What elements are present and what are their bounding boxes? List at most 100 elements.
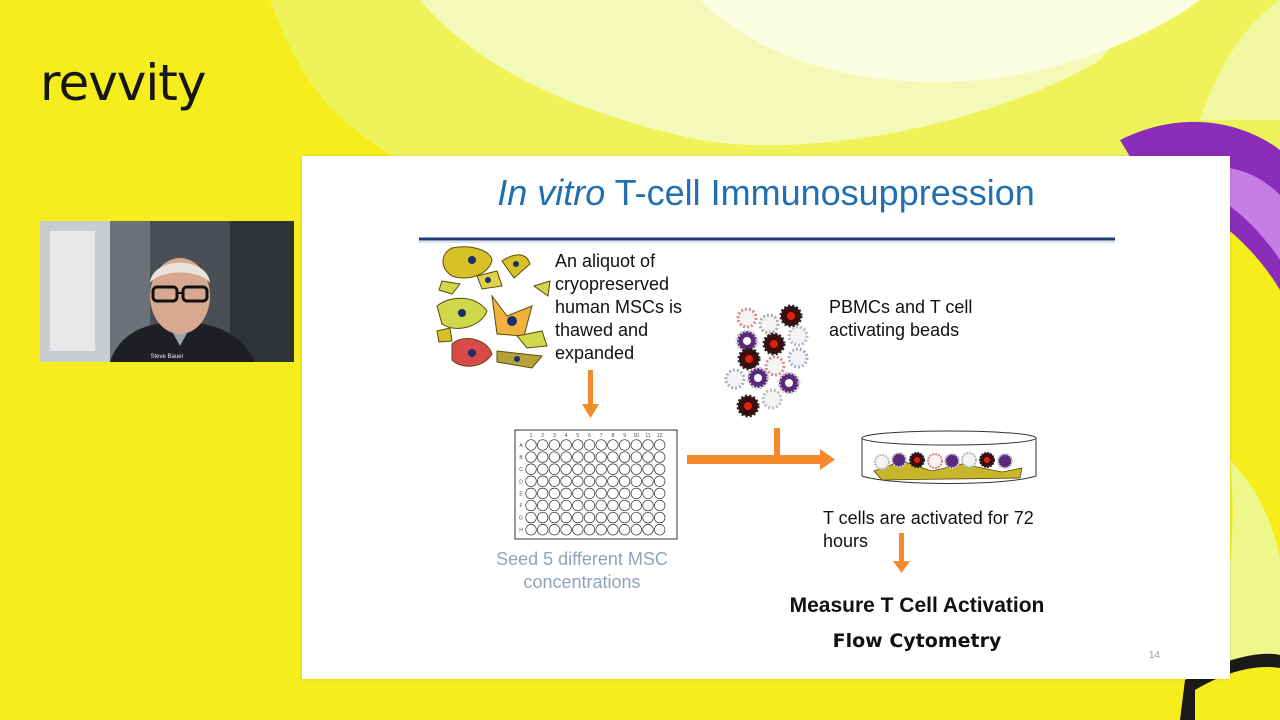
plate-well bbox=[607, 487, 619, 500]
plate-well bbox=[618, 475, 631, 487]
plate-well bbox=[642, 451, 654, 463]
plate-row-label: C bbox=[519, 467, 523, 473]
plate-well bbox=[583, 487, 596, 500]
plate-well bbox=[537, 463, 549, 475]
plate-well bbox=[560, 511, 572, 524]
plate-well bbox=[642, 499, 654, 512]
plate-well bbox=[548, 524, 561, 536]
slide-title: In vitro T-cell Immunosuppression bbox=[302, 172, 1230, 214]
plate-well bbox=[548, 511, 561, 524]
plate-well bbox=[595, 451, 607, 463]
plate-well bbox=[560, 451, 572, 463]
plate-well bbox=[560, 524, 572, 536]
plate-well bbox=[595, 463, 607, 475]
plate-well bbox=[595, 499, 607, 512]
plate-well bbox=[537, 487, 549, 500]
pbmc-beads-icon bbox=[724, 304, 809, 418]
plate-well bbox=[654, 524, 666, 536]
msc-line: expanded bbox=[555, 343, 635, 363]
plate-well bbox=[583, 463, 596, 475]
plate-well bbox=[642, 487, 654, 500]
plate-well bbox=[607, 475, 619, 487]
plate-well bbox=[654, 487, 666, 500]
plate-well bbox=[583, 511, 596, 524]
plate-well bbox=[548, 463, 561, 475]
plate-row-label: F bbox=[519, 504, 522, 510]
plate-well bbox=[560, 499, 572, 512]
plate-well bbox=[630, 511, 642, 524]
plate-well bbox=[548, 439, 561, 451]
plate-well bbox=[583, 451, 596, 463]
plate-column-label: 4 bbox=[565, 433, 568, 439]
speaker-video-image bbox=[40, 221, 294, 362]
plate-well bbox=[618, 463, 631, 475]
plate-row-label: H bbox=[519, 528, 523, 534]
plate-well bbox=[642, 511, 654, 524]
presentation-slide: In vitro T-cell Immunosuppression bbox=[302, 156, 1230, 679]
plate-well bbox=[572, 463, 584, 475]
plate-well bbox=[618, 524, 631, 536]
plate-column-label: 10 bbox=[634, 433, 640, 439]
plate-row-label: G bbox=[519, 516, 523, 522]
plate-well bbox=[607, 451, 619, 463]
plate-column-label: 8 bbox=[612, 433, 615, 439]
plate-well bbox=[572, 439, 584, 451]
plate-well bbox=[548, 451, 561, 463]
participant-name-tag: Steve Bauer bbox=[150, 354, 184, 360]
plate-well bbox=[630, 451, 642, 463]
plate-row-label: A bbox=[519, 443, 523, 449]
culture-dish-icon bbox=[861, 430, 1037, 484]
plate-well bbox=[537, 511, 549, 524]
plate-well bbox=[642, 463, 654, 475]
slide-title-italic: In vitro bbox=[497, 172, 606, 213]
plate-row-label: E bbox=[519, 491, 523, 497]
plate-well bbox=[537, 524, 549, 536]
speaker-video-tile[interactable]: Steve Bauer bbox=[40, 221, 294, 362]
plate-well bbox=[595, 524, 607, 536]
plate-well bbox=[607, 463, 619, 475]
plate-well bbox=[525, 439, 537, 451]
plate-column-label: 3 bbox=[553, 433, 556, 439]
msc-line: human MSCs is bbox=[555, 297, 683, 317]
plate-well bbox=[525, 524, 537, 536]
activation-description: T cells are activated for 72 hours bbox=[823, 507, 1034, 553]
plate-well bbox=[595, 475, 607, 487]
plate-well bbox=[525, 487, 537, 500]
plate-well bbox=[525, 511, 537, 524]
plate-well bbox=[560, 487, 572, 500]
msc-line: cryopreserved bbox=[555, 274, 670, 294]
plate-well bbox=[537, 499, 549, 512]
plate-well bbox=[572, 451, 584, 463]
plate-well bbox=[548, 475, 561, 487]
plate-well bbox=[654, 463, 666, 475]
down-arrow-activation bbox=[893, 533, 910, 573]
slide-title-rest: T-cell Immunosuppression bbox=[605, 172, 1035, 213]
plate-well bbox=[572, 511, 584, 524]
pbmc-description: PBMCs and T cell activating beads bbox=[829, 296, 972, 342]
plate-well bbox=[654, 475, 666, 487]
plate-well bbox=[525, 451, 537, 463]
plate-well bbox=[548, 499, 561, 512]
plate-well bbox=[595, 487, 607, 500]
down-arrow-msc bbox=[582, 370, 599, 418]
plate-well bbox=[630, 499, 642, 512]
plate-column-label: 6 bbox=[588, 433, 591, 439]
measure-title: Measure T Cell Activation bbox=[789, 594, 1045, 617]
plate-well bbox=[537, 451, 549, 463]
pbmc-line: activating beads bbox=[829, 320, 960, 340]
plate-well bbox=[560, 439, 572, 451]
plate-well bbox=[630, 487, 642, 500]
plate-well bbox=[630, 524, 642, 536]
plate-row-label: B bbox=[519, 455, 523, 461]
plate-well bbox=[572, 524, 584, 536]
plate-well bbox=[642, 439, 654, 451]
plate-column-label: 9 bbox=[623, 433, 626, 439]
plate-well bbox=[630, 475, 642, 487]
plate-column-label: 1 bbox=[530, 433, 533, 439]
msc-description: An aliquot of cryopreserved human MSCs i… bbox=[555, 250, 682, 365]
measure-subtitle: Flow Cytometry bbox=[832, 630, 1002, 652]
plate-column-label: 7 bbox=[600, 433, 603, 439]
plate-well bbox=[642, 475, 654, 487]
plate-well bbox=[583, 524, 596, 536]
